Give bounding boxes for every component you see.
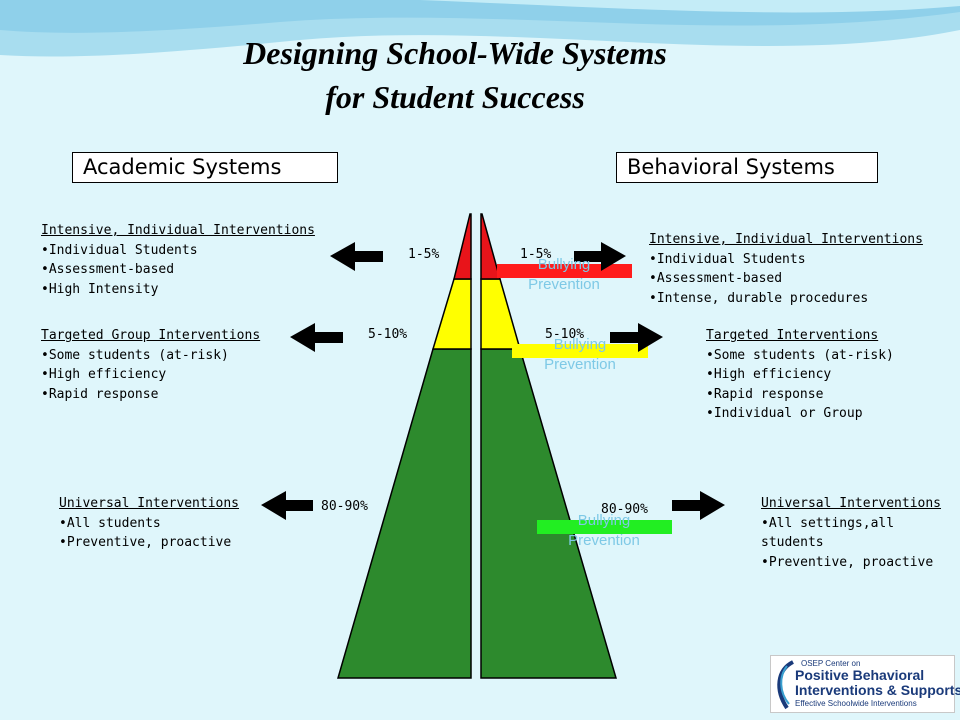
behavioral-universal-heading: Universal Interventions bbox=[761, 496, 942, 511]
arrow-right-middle-icon bbox=[610, 323, 663, 352]
list-item: •Assessment-based bbox=[649, 271, 783, 286]
behavioral-targeted-block: Targeted Interventions •Some students (a… bbox=[706, 326, 894, 424]
list-item: •Some students (at-risk) bbox=[706, 347, 894, 363]
pbis-logo: OSEP Center on Positive Behavioral Inter… bbox=[770, 655, 960, 713]
behavioral-universal-block: Universal Interventions •All settings,al… bbox=[761, 494, 960, 572]
academic-universal-heading: Universal Interventions bbox=[59, 496, 240, 511]
list-item: •High efficiency bbox=[706, 367, 832, 382]
bullying-label-top-line1: Bullying bbox=[537, 256, 591, 273]
arrow-left-bottom-icon bbox=[261, 491, 313, 520]
bullying-label-middle-line2: Prevention bbox=[544, 356, 616, 373]
arrow-left-top-icon bbox=[330, 242, 383, 271]
academic-pct-top: 1-5% bbox=[408, 247, 440, 262]
list-item: •Intense, durable procedures bbox=[649, 290, 869, 306]
list-item: •Rapid response bbox=[41, 386, 159, 402]
behavioral-systems-header: Behavioral Systems bbox=[616, 152, 878, 183]
page-title-line2: for Student Success bbox=[325, 79, 585, 115]
list-item: •Assessment-based bbox=[41, 262, 175, 277]
logo-line1: OSEP Center on bbox=[801, 659, 861, 668]
page-title-line1: Designing School-Wide Systems bbox=[243, 35, 667, 71]
behavioral-intensive-block: Intensive, Individual Interventions •Ind… bbox=[649, 230, 923, 308]
academic-tier-top bbox=[453, 213, 472, 280]
arrow-right-top-icon bbox=[574, 242, 626, 271]
bullying-label-bottom: Bullying Prevention bbox=[548, 511, 660, 551]
arrow-left-middle-icon bbox=[290, 323, 343, 352]
list-item: •Rapid response bbox=[706, 386, 824, 402]
academic-intensive-heading: Intensive, Individual Interventions bbox=[41, 223, 315, 238]
academic-tier-middle bbox=[431, 278, 472, 350]
academic-targeted-block: Targeted Group Interventions •Some stude… bbox=[41, 326, 260, 404]
academic-targeted-heading: Targeted Group Interventions bbox=[41, 328, 261, 343]
behavioral-targeted-heading: Targeted Interventions bbox=[706, 328, 879, 343]
academic-universal-block: Universal Interventions •All students •P… bbox=[59, 494, 239, 553]
bullying-bar-bottom bbox=[537, 520, 672, 534]
behavioral-pct-bottom: 80-90% bbox=[601, 502, 648, 517]
logo-line2: Positive Behavioral bbox=[795, 667, 925, 683]
list-item: •Individual Students bbox=[649, 251, 806, 267]
list-item: •Individual Students bbox=[41, 242, 198, 258]
list-item: •Individual or Group bbox=[706, 406, 863, 421]
bullying-label-bottom-line1: Bullying bbox=[577, 512, 631, 529]
academic-pct-bottom: 80-90% bbox=[321, 499, 368, 514]
logo-line3: Interventions & Supports bbox=[795, 682, 960, 698]
academic-intensive-block: Intensive, Individual Interventions •Ind… bbox=[41, 221, 315, 299]
list-item: •Preventive, proactive bbox=[761, 554, 934, 570]
list-item: •High Intensity bbox=[41, 281, 159, 297]
list-item: •High efficiency bbox=[41, 367, 167, 382]
list-item: •All students bbox=[59, 515, 161, 531]
bullying-bar-top bbox=[497, 264, 632, 278]
bullying-bar-middle bbox=[512, 344, 648, 358]
bullying-label-top-line2: Prevention bbox=[528, 276, 600, 293]
behavioral-intensive-heading: Intensive, Individual Interventions bbox=[649, 232, 923, 247]
behavioral-tier-top bbox=[480, 213, 501, 280]
arrow-right-bottom-icon bbox=[672, 491, 725, 520]
list-item: •Preventive, proactive bbox=[59, 535, 232, 550]
bullying-label-middle-line1: Bullying bbox=[553, 336, 607, 353]
academic-pct-middle: 5-10% bbox=[368, 327, 408, 342]
bullying-label-top: Bullying Prevention bbox=[508, 255, 620, 295]
logo-line4: Effective Schoolwide Interventions bbox=[795, 699, 917, 708]
list-item: •Some students (at-risk) bbox=[41, 347, 229, 363]
behavioral-pct-top: 1-5% bbox=[520, 247, 552, 262]
pbis-logo-swoosh-icon bbox=[777, 660, 795, 710]
list-item: •All settings,all students bbox=[761, 515, 895, 551]
behavioral-pct-middle: 5-10% bbox=[545, 327, 585, 342]
bullying-label-middle: Bullying Prevention bbox=[524, 335, 636, 375]
bullying-label-bottom-line2: Prevention bbox=[568, 532, 640, 549]
academic-systems-header: Academic Systems bbox=[72, 152, 338, 183]
behavioral-triangle bbox=[480, 213, 618, 679]
academic-triangle bbox=[337, 213, 472, 679]
